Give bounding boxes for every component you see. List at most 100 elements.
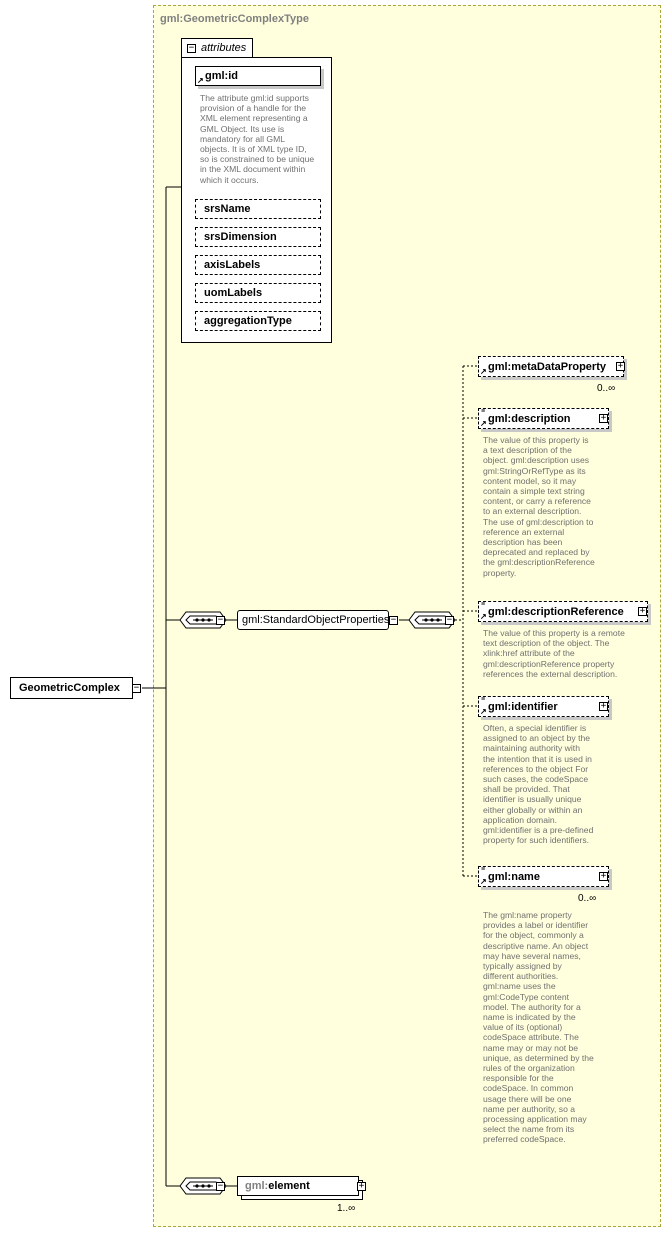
doc-line: The value of this property is (483, 435, 589, 445)
reference-arrow-icon: ↗ (480, 612, 487, 621)
doc-line: such cases, the codeSpace (483, 774, 589, 785)
expand-icon[interactable]: + (599, 871, 608, 881)
doc-line: maintaining authority with (483, 743, 580, 754)
element-description[interactable]: ↗ ≡ gml:description + (478, 408, 609, 429)
doc-line: value of its (optional) (483, 1022, 563, 1033)
collapse-icon[interactable]: − (216, 615, 225, 625)
doc-line: deprecated and replaced by (483, 547, 590, 558)
group-name: gml:StandardObjectProperties (242, 614, 390, 626)
doc-line: Often, a special identifier is (483, 723, 587, 733)
expand-icon[interactable]: + (599, 413, 608, 423)
doc-line: to an external description. (483, 506, 582, 517)
element-prefix: gml: (245, 1180, 269, 1192)
doc-line: descriptive name. An object (483, 940, 589, 951)
element-name: gml:identifier (488, 700, 558, 713)
doc-line: property for such identifiers. (483, 835, 590, 846)
attribute-gml-id[interactable]: ↗ gml:id (195, 66, 321, 86)
multiplicity-label: 1..∞ (337, 1203, 356, 1214)
doc-line: name per authority, so a (483, 1103, 576, 1114)
element-identifier[interactable]: ↗ ≡ gml:identifier + (478, 696, 609, 717)
element-name[interactable]: ↗ ≡ gml:name + (478, 866, 609, 887)
attribute-aggregationtype[interactable]: aggregationType (195, 311, 321, 331)
attribute-name: srsDimension (204, 231, 277, 243)
doc-line: unique, as determined by the (483, 1052, 594, 1063)
attribute-name: uomLabels (204, 287, 263, 299)
doc-line: may have several names, (483, 950, 581, 961)
attribute-axislabels[interactable]: axisLabels (195, 255, 321, 275)
doc-line: objects. It is of XML type ID, (200, 144, 307, 155)
attribute-srsdimension[interactable]: srsDimension (195, 227, 321, 247)
doc-line: the gml:descriptionReference (483, 557, 595, 568)
doc-line: gml:identifier is a pre-defined (483, 825, 594, 836)
doc-line: the intention that it is used in (483, 753, 592, 764)
documentation-icon: ≡ (481, 408, 485, 415)
reference-arrow-icon: ↗ (197, 76, 204, 85)
element-description-doc: The value of this property is a text des… (483, 435, 618, 578)
attributes-tab[interactable]: − attributes (181, 38, 253, 58)
element-name: gml:description (488, 412, 571, 425)
element-name: element (268, 1180, 310, 1192)
doc-line: codeSpace attribute. The (483, 1032, 579, 1043)
doc-line: object. gml:description uses (483, 455, 590, 466)
element-descriptionreference-doc: The value of this property is a remote t… (483, 628, 658, 679)
doc-line: different authorities. (483, 971, 559, 982)
doc-line: The gml:name property (483, 910, 572, 920)
doc-line: text description of the object. The (483, 638, 610, 649)
element-name: gml:metaDataProperty (488, 360, 606, 373)
attribute-name: axisLabels (204, 259, 261, 271)
expand-icon[interactable]: + (638, 606, 647, 616)
element-descriptionreference[interactable]: ↗ ≡ gml:descriptionReference + (478, 601, 648, 622)
expand-icon[interactable]: + (357, 1181, 366, 1191)
documentation-icon: ≡ (481, 601, 485, 608)
element-name-doc: The gml:name property provides a label o… (483, 910, 618, 1145)
documentation-icon: ≡ (481, 866, 485, 873)
collapse-icon[interactable]: − (216, 1181, 225, 1191)
doc-line: name may or may not be (483, 1042, 579, 1053)
attribute-srsname[interactable]: srsName (195, 199, 321, 219)
doc-line: processing application may (483, 1114, 587, 1125)
doc-line: rules of the organization (483, 1063, 575, 1074)
doc-line: description has been (483, 537, 563, 548)
doc-line: either globally or within an (483, 804, 583, 815)
complex-type-title: gml:GeometricComplexType (160, 13, 309, 25)
root-element-geometriccomplex[interactable]: GeometricComplex (10, 677, 133, 699)
doc-line: GML Object. Its use is (200, 123, 285, 134)
doc-line: codeSpace. In common (483, 1083, 574, 1094)
doc-line: gml:name uses the (483, 981, 556, 992)
doc-line: The attribute gml:id supports (200, 93, 309, 103)
multiplicity-label: 0..∞ (578, 893, 597, 904)
doc-line: typically assigned by (483, 961, 562, 972)
collapse-icon[interactable]: − (132, 683, 141, 693)
doc-line: application domain. (483, 814, 558, 825)
doc-line: so is constrained to be unique (200, 154, 315, 165)
collapse-icon[interactable]: − (389, 615, 398, 625)
doc-line: responsible for the (483, 1073, 554, 1084)
doc-line: which it occurs. (200, 174, 259, 185)
collapse-icon[interactable]: − (445, 615, 454, 625)
doc-line: gml:StringOrRefType as its (483, 465, 586, 476)
element-name-label: gml:name (488, 870, 540, 883)
doc-line: references the external description. (483, 668, 618, 679)
doc-line: gml:descriptionReference property (483, 658, 615, 669)
doc-line: preferred codeSpace. (483, 1134, 566, 1145)
doc-line: XML element representing a (200, 113, 308, 124)
doc-line: mandatory for all GML (200, 133, 286, 144)
reference-arrow-icon: ↗ (480, 877, 487, 886)
doc-line: shall be provided. That (483, 784, 570, 795)
element-gml-element[interactable]: gml:element + (237, 1176, 366, 1196)
attribute-gml-id-doc: The attribute gml:id supports provision … (200, 93, 330, 185)
doc-line: name is indicated by the (483, 1012, 576, 1023)
collapse-icon[interactable]: − (187, 43, 196, 53)
attribute-uomlabels[interactable]: uomLabels (195, 283, 321, 303)
multiplicity-label: 0..∞ (597, 383, 616, 394)
doc-line: usage there will be one (483, 1093, 572, 1104)
doc-line: xlink:href attribute of the (483, 648, 575, 659)
doc-line: provides a label or identifier (483, 920, 589, 931)
expand-icon[interactable]: + (616, 361, 625, 371)
doc-line: provision of a handle for the (200, 103, 307, 114)
group-standardobjectproperties[interactable]: gml:StandardObjectProperties (237, 610, 389, 630)
expand-icon[interactable]: + (599, 701, 608, 711)
doc-line: The value of this property is a remote (483, 628, 625, 638)
element-metadataproperty[interactable]: ↗ gml:metaDataProperty + (478, 356, 625, 377)
